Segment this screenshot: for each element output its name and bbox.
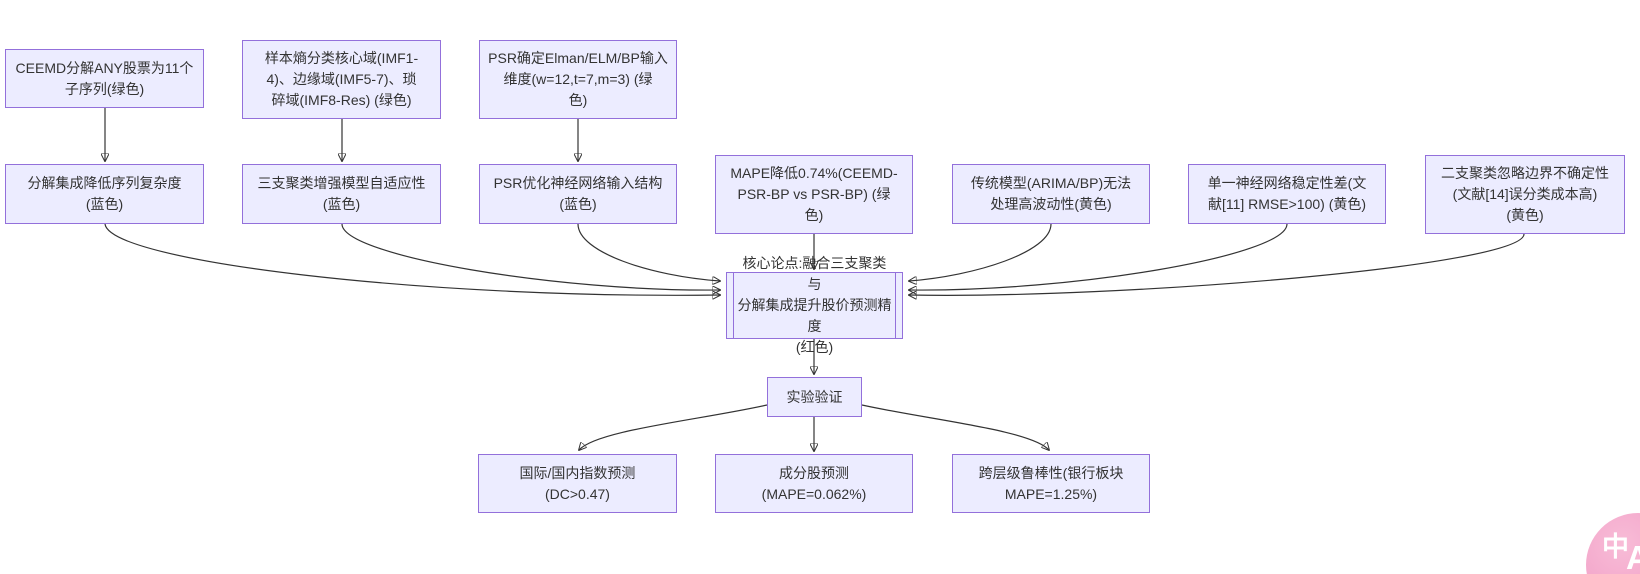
node-robustness: 跨层级鲁棒性(银行板块 MAPE=1.25%): [952, 454, 1150, 513]
node-experiment: 实验验证: [767, 377, 862, 417]
node-index-prediction: 国际/国内指数预测 (DC>0.47): [478, 454, 677, 513]
node-psr-optimize: PSR优化神经网络输入结构 (蓝色): [479, 164, 677, 224]
edge-psropt-to-core: [577, 223, 720, 281]
node-single-nn: 单一神经网络稳定性差(文 献[11] RMSE>100) (黄色): [1188, 164, 1386, 224]
edge-traditional-to-core: [909, 223, 1052, 281]
edge-experiment-to-index: [579, 404, 768, 450]
node-core-thesis: 核心论点:融合三支聚类与 分解集成提升股价预测精度 (红色): [726, 255, 903, 355]
node-psr-dimension: PSR确定Elman/ELM/BP输入 维度(w=12,t=7,m=3) (绿 …: [479, 40, 677, 119]
edge-experiment-to-robustness: [861, 404, 1049, 450]
node-decomposition-integration: 分解集成降低序列复杂度 (蓝色): [5, 164, 204, 224]
node-three-way-clustering: 三支聚类增强模型自适应性 (蓝色): [242, 164, 441, 224]
node-constituent-prediction: 成分股预测 (MAPE=0.062%): [715, 454, 913, 513]
edge-twoway-to-core: [909, 233, 1525, 295]
edge-decomposition-to-core: [104, 223, 720, 295]
node-traditional-models: 传统模型(ARIMA/BP)无法 处理高波动性(黄色): [952, 164, 1150, 224]
translate-button[interactable]: 中 A: [1586, 513, 1640, 574]
translate-zh-glyph: 中: [1602, 532, 1629, 562]
translate-a-glyph: A: [1626, 539, 1640, 574]
node-sample-entropy: 样本熵分类核心域(IMF1- 4)、边缘域(IMF5-7)、琐 碎域(IMF8-…: [242, 40, 441, 119]
node-ceemd-decompose: CEEMD分解ANY股票为11个 子序列(绿色): [5, 49, 204, 108]
edge-clustering-to-core: [341, 223, 720, 290]
node-mape-reduction: MAPE降低0.74%(CEEMD- PSR-BP vs PSR-BP) (绿 …: [715, 155, 913, 234]
node-two-way-clustering: 二支聚类忽略边界不确定性 (文献[14]误分类成本高) (黄色): [1425, 155, 1625, 234]
edge-singlenn-to-core: [909, 223, 1288, 290]
